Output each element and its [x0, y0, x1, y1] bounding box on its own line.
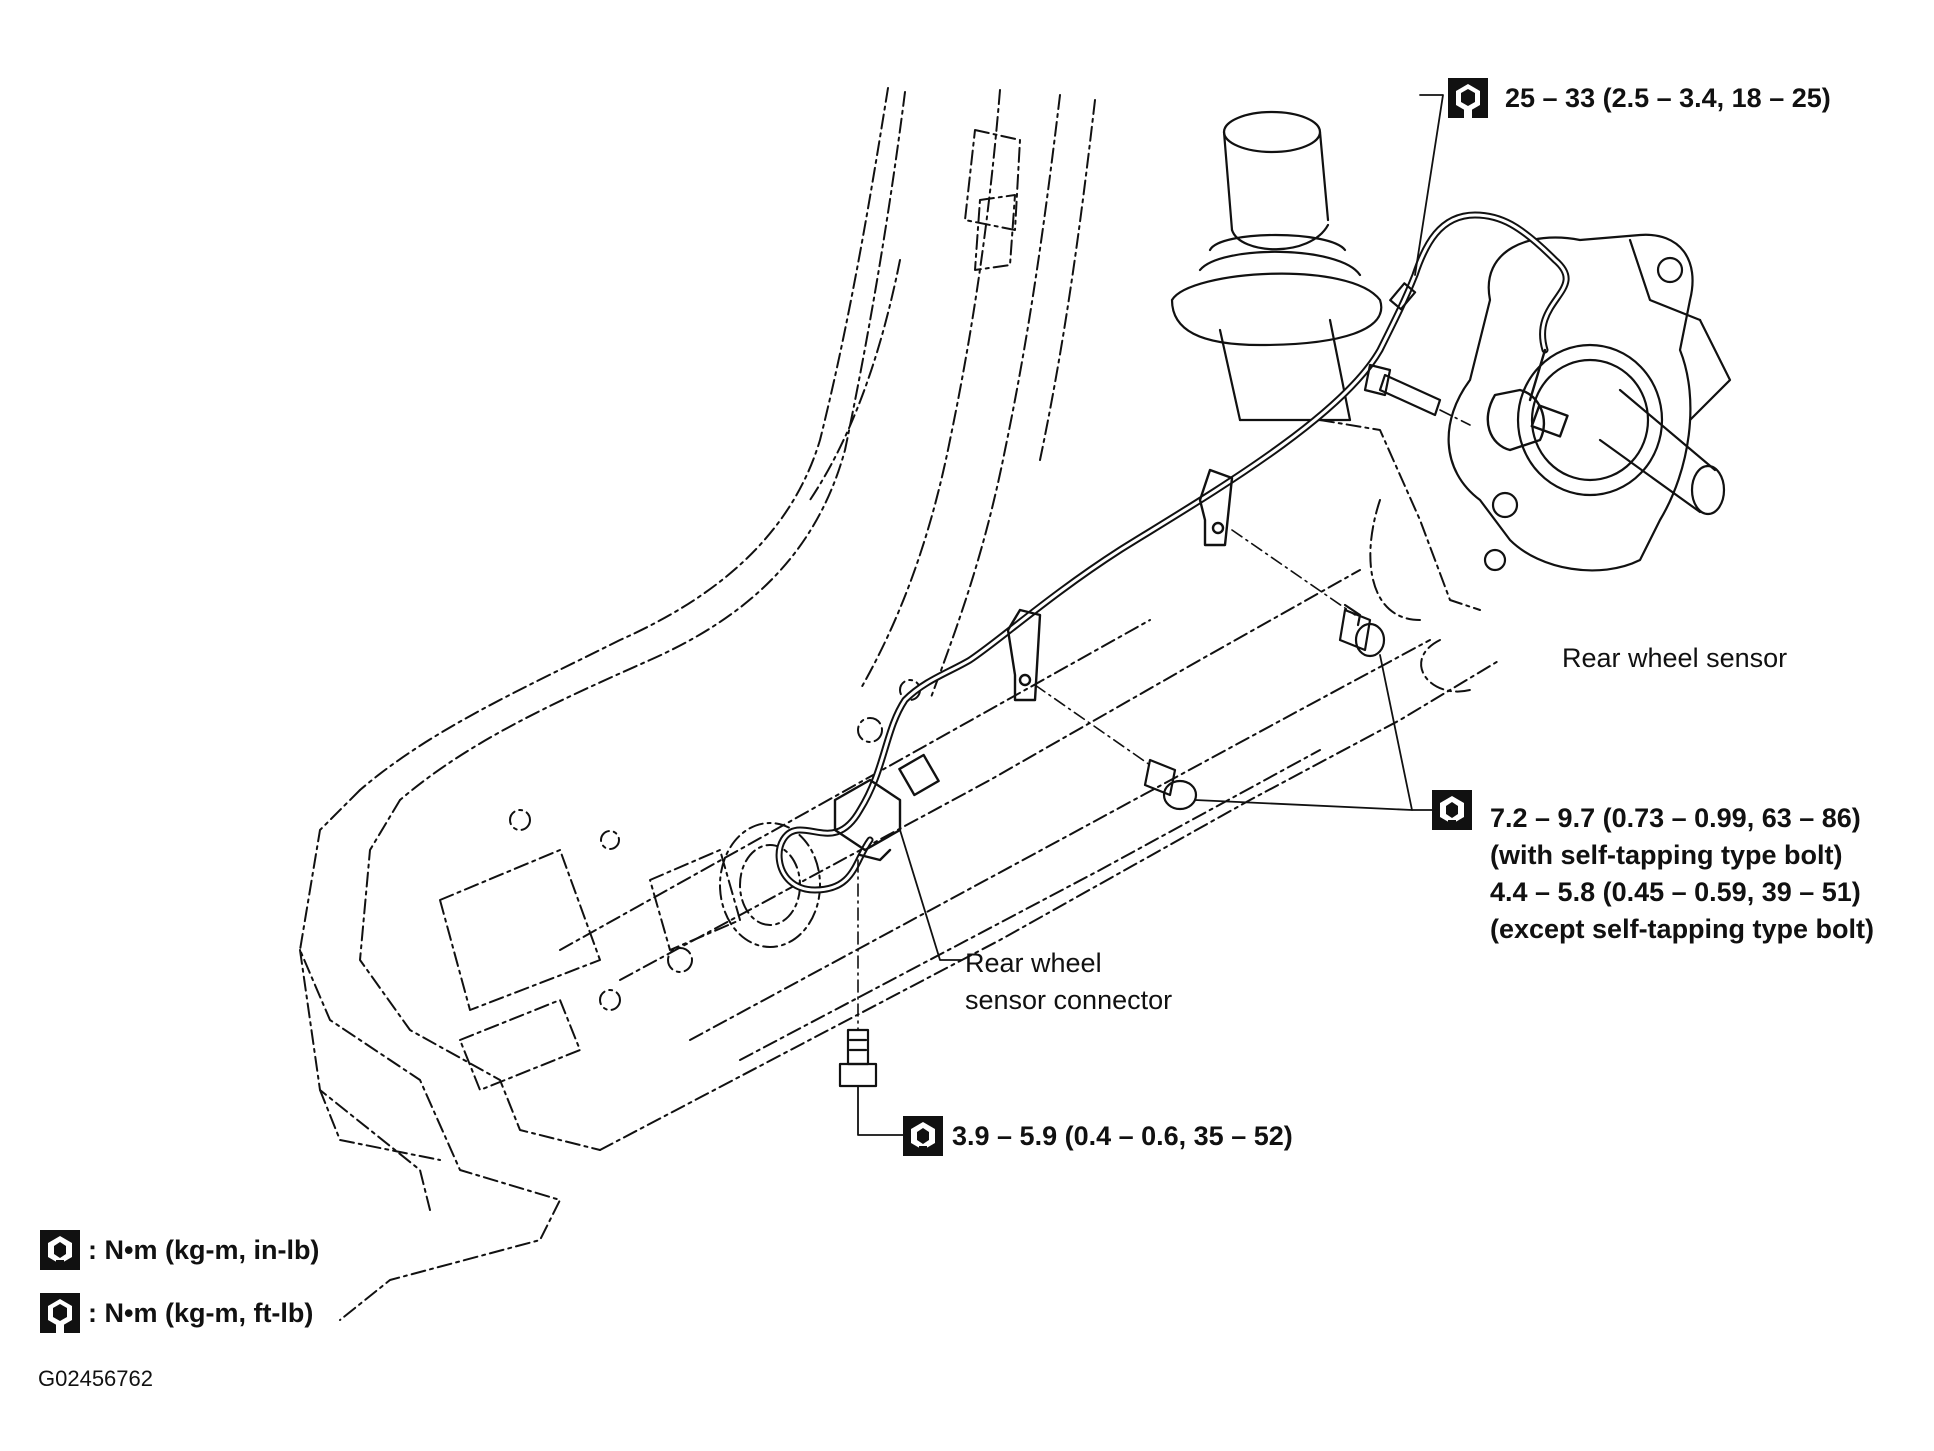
installation-guide-lines — [857, 409, 1471, 1031]
bracket-bolt-upper — [1338, 603, 1386, 658]
vehicle-body-outline — [299, 87, 1501, 1321]
sensor-connector — [833, 753, 940, 862]
connector-label-line2: sensor connector — [965, 985, 1173, 1015]
connector-bolt — [838, 1028, 878, 1088]
torque-spec-connector-bolt: 3.9 – 5.9 (0.4 – 0.6, 35 – 52) — [952, 1121, 1293, 1151]
sensor-harness — [775, 211, 1570, 894]
torque-spec-bracket-line1: 7.2 – 9.7 (0.73 – 0.99, 63 – 86) — [1490, 803, 1861, 833]
torque-wrench-outline-icon — [1448, 78, 1488, 118]
connector-label-line1: Rear wheel — [965, 948, 1102, 978]
torque-spec-bracket-line2: (with self-tapping type bolt) — [1490, 840, 1843, 870]
harness-bracket-lower — [1006, 608, 1042, 702]
figure-code: G02456762 — [38, 1366, 153, 1391]
torque-wrench-filled-icon — [40, 1230, 80, 1270]
harness-grommet — [1389, 282, 1417, 311]
legend-item-in-lb: : N•m (kg-m, in-lb) — [88, 1235, 320, 1265]
torque-spec-bracket-line4: (except self-tapping type bolt) — [1490, 914, 1875, 944]
legend-item-ft-lb: : N•m (kg-m, ft-lb) — [88, 1298, 314, 1328]
bracket-bolt-lower — [1143, 758, 1198, 811]
wheel-sensor-head — [1486, 348, 1569, 452]
torque-wrench-filled-icon — [903, 1116, 943, 1156]
torque-wrench-outline-icon — [40, 1293, 80, 1333]
rear-wheel-sensor-label: Rear wheel sensor — [1562, 643, 1788, 673]
harness-bracket-upper — [1198, 468, 1234, 547]
strut-assembly — [1170, 110, 1383, 422]
sensor-mount-bolt — [1363, 363, 1442, 417]
torque-spec-sensor-bolt: 25 – 33 (2.5 – 3.4, 18 – 25) — [1505, 83, 1831, 113]
leader-lines — [857, 94, 1444, 1136]
torque-wrench-filled-icon — [1432, 790, 1472, 830]
torque-spec-bracket-line3: 4.4 – 5.8 (0.45 – 0.59, 39 – 51) — [1490, 877, 1861, 907]
axle-hub-knuckle — [1447, 233, 1732, 572]
